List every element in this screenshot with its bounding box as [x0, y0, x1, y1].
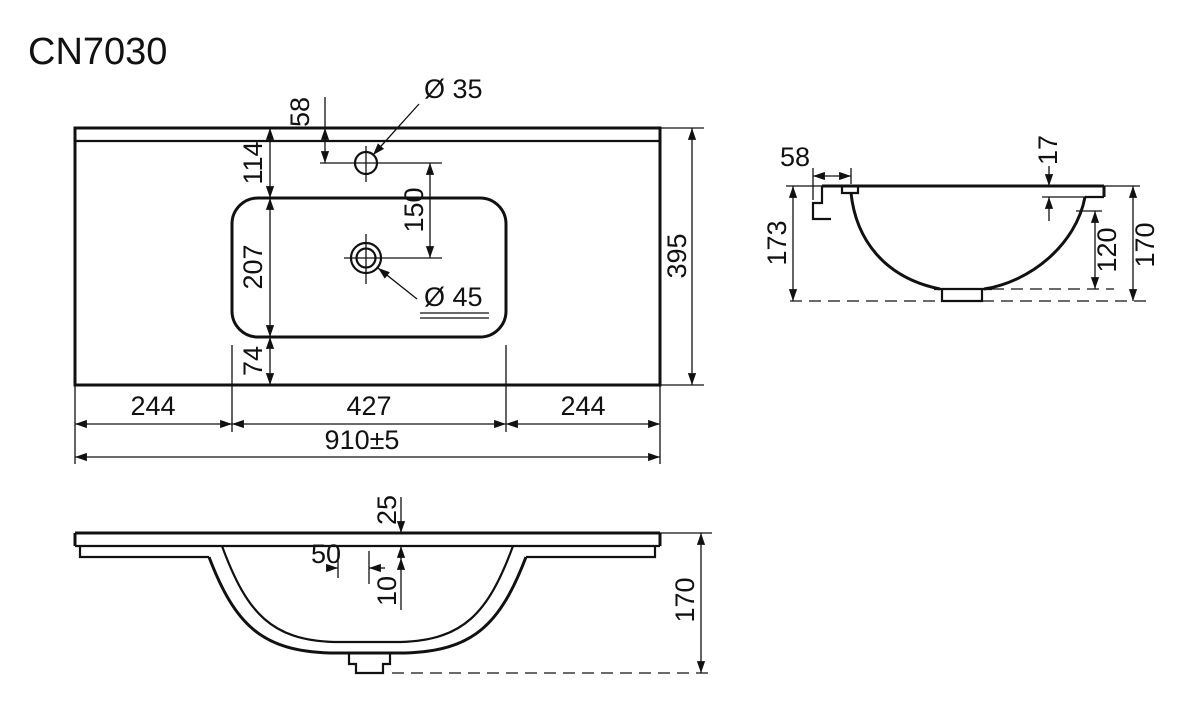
- front-drain-trap: [347, 653, 392, 675]
- dim-label-910: 910±5: [325, 425, 400, 455]
- dim-label-244-left: 244: [130, 391, 175, 421]
- dim-label-25: 25: [372, 495, 402, 525]
- dim-label-395: 395: [662, 233, 692, 278]
- dim-faucet-offset: 58: [285, 97, 330, 163]
- dim-rim-height: 25: [372, 495, 406, 559]
- dim-faucet-to-drain: 150: [399, 163, 435, 258]
- dim-label-58: 58: [285, 97, 315, 127]
- dim-drain-diameter: Ø 45: [377, 267, 489, 319]
- dim-label-150: 150: [399, 187, 429, 232]
- dim-label-17: 17: [1033, 135, 1063, 165]
- dim-side-overall-height: 170: [1104, 185, 1160, 301]
- model-number: CN7030: [28, 31, 167, 73]
- dim-faucet-diameter: Ø 35: [372, 74, 483, 156]
- dim-label-front-170: 170: [670, 577, 700, 622]
- dim-label-dia45: Ø 45: [424, 282, 483, 312]
- front-bowl-inner: [220, 545, 515, 644]
- dim-side-faucet-offset: 58: [780, 142, 852, 200]
- basin-outline: [73, 126, 662, 387]
- dim-horizontal-chain: 244 427 244 910±5: [74, 345, 661, 464]
- dim-label-244-right: 244: [560, 391, 605, 421]
- dim-label-114: 114: [238, 141, 268, 184]
- dim-label-427: 427: [346, 391, 391, 421]
- dim-label-207: 207: [238, 244, 268, 289]
- dim-label-side-58: 58: [780, 142, 810, 172]
- dim-front-overall-height: 170: [392, 532, 712, 674]
- side-bowl-back-wall: [849, 192, 941, 291]
- dim-back-height: 173: [762, 185, 822, 301]
- dim-label-173: 173: [762, 220, 792, 265]
- dim-bowl-depth: 120: [1076, 210, 1122, 289]
- side-view: 58 17 173 120 170: [762, 135, 1160, 303]
- front-bowl-outer: [207, 556, 528, 655]
- dim-label-120: 120: [1092, 227, 1122, 272]
- dim-label-side-170: 170: [1130, 222, 1160, 267]
- dim-drain-width: 50: [311, 539, 385, 584]
- dim-overall-depth: 395: [660, 127, 704, 386]
- side-back-bracket: [811, 186, 831, 221]
- dim-label-50: 50: [311, 539, 341, 569]
- dim-vertical-chain: 114 207 74: [238, 128, 275, 385]
- dim-label-dia35: Ø 35: [424, 74, 483, 104]
- dim-front-lip: 17: [1033, 135, 1085, 221]
- bowl-outline: [230, 196, 508, 339]
- side-faucet-hole: [840, 186, 860, 195]
- dim-label-74: 74: [238, 346, 268, 376]
- front-view: 25 50 10 170: [73, 495, 712, 675]
- dim-label-10: 10: [372, 576, 402, 606]
- top-view: 58 Ø 35 114 207 74 150 Ø 45: [73, 74, 704, 464]
- side-bowl-front-wall: [983, 196, 1087, 291]
- dim-lip-height: 10: [372, 558, 406, 610]
- side-drain-box: [940, 289, 984, 303]
